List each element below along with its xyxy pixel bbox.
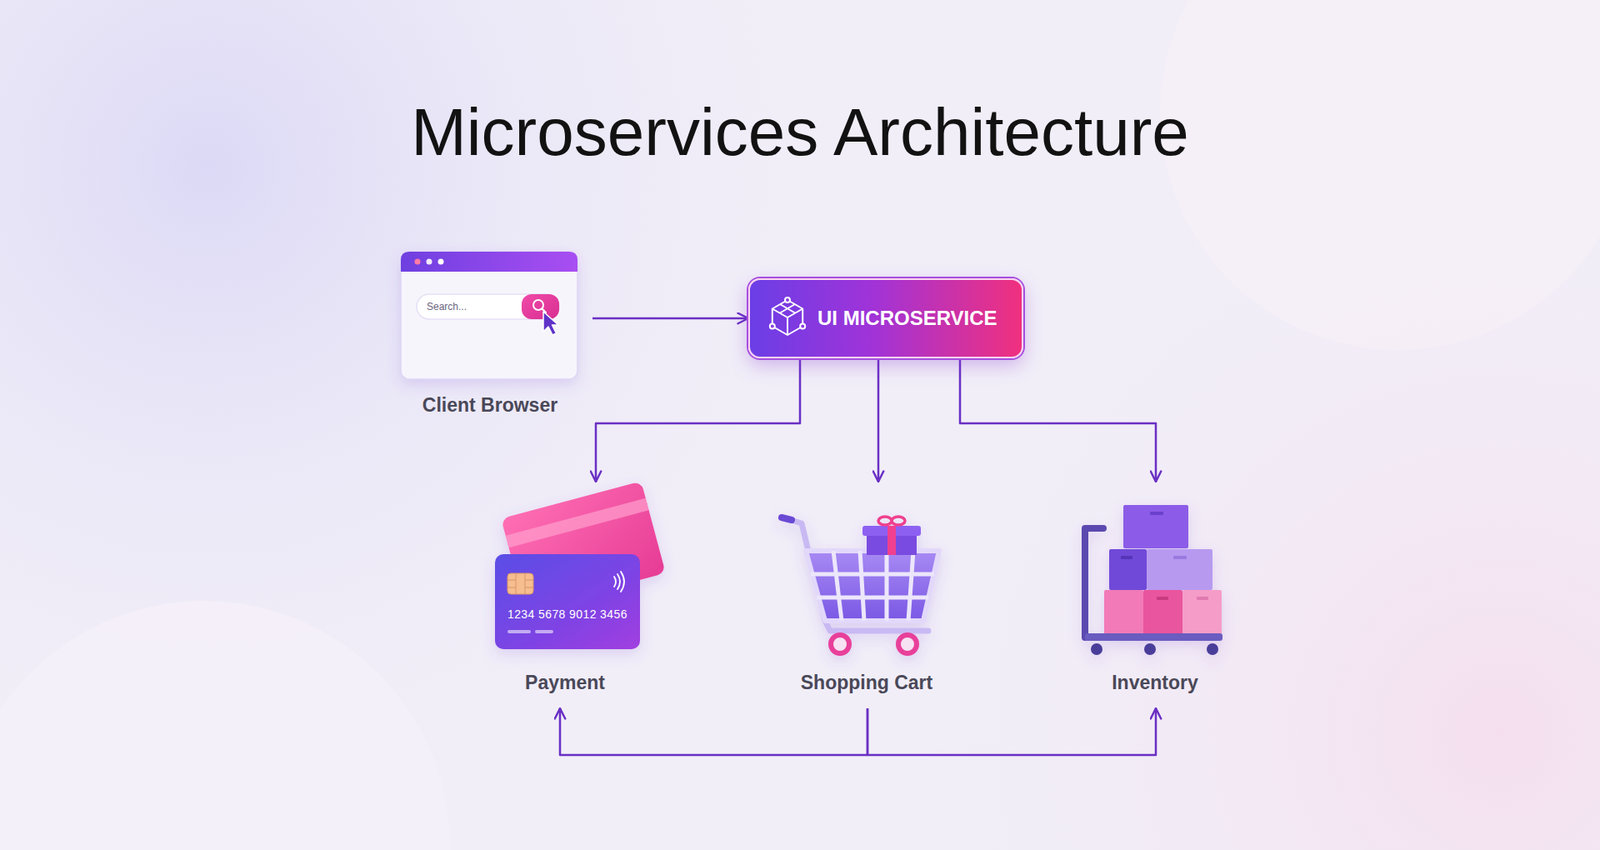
cart-basket xyxy=(805,550,940,621)
flow-arrow xyxy=(592,317,749,320)
card-line xyxy=(507,630,531,634)
cube-node xyxy=(785,297,790,303)
flow-arrow xyxy=(867,708,1156,755)
background-circle xyxy=(0,600,450,850)
service-node: Payment xyxy=(483,481,659,709)
flow-arrow xyxy=(595,358,800,482)
service-node: Inventory xyxy=(1075,481,1234,709)
cube-icon xyxy=(770,297,805,335)
contactless-symbol xyxy=(614,571,625,592)
gift-bow xyxy=(878,516,892,525)
cart-wheel xyxy=(898,635,917,654)
flow-arrow xyxy=(560,708,868,755)
search-placeholder: Search... xyxy=(426,300,519,314)
cart-wheel xyxy=(830,635,850,654)
window-dot xyxy=(415,259,421,265)
mouse-cursor xyxy=(543,311,559,335)
browser-top-bar xyxy=(400,251,578,272)
search-field xyxy=(416,294,560,320)
card-number: 1234 5678 9012 3456 xyxy=(507,606,650,622)
package-box xyxy=(1123,505,1189,549)
package-box xyxy=(1146,549,1213,590)
browser-window xyxy=(400,251,578,380)
flow-arrow xyxy=(877,358,880,482)
cart-handle-grip xyxy=(781,517,792,520)
credit-card-front xyxy=(495,554,640,650)
service-node: Shopping Cart xyxy=(776,481,944,709)
package-box xyxy=(1182,590,1222,635)
package-box xyxy=(1143,590,1183,635)
inventory-illustration xyxy=(1085,505,1223,655)
diagram-title: Microservices Architecture xyxy=(216,90,1384,175)
credit-card-illustration xyxy=(495,480,666,650)
card-stripe xyxy=(505,498,650,549)
node-label: Shopping Cart xyxy=(783,670,950,695)
card-line xyxy=(535,630,554,634)
search-button xyxy=(521,294,560,320)
hand-truck-platform xyxy=(1085,633,1223,641)
service-title: UI MICROSERVICE xyxy=(817,305,1018,331)
cube-outline xyxy=(772,300,803,335)
microservice-box: UI MICROSERVICE xyxy=(748,278,1024,359)
box-tape xyxy=(1196,596,1209,600)
cube-node xyxy=(800,324,805,330)
browser-illustration xyxy=(400,251,578,380)
box-tape xyxy=(1120,555,1133,560)
window-dot xyxy=(438,259,445,265)
hand-truck-frame xyxy=(1085,528,1104,638)
node-label: Inventory xyxy=(1076,670,1234,695)
hand-truck-wheel xyxy=(1206,643,1219,655)
window-dot xyxy=(426,259,433,265)
background-circle xyxy=(1160,0,1600,350)
gift-ribbon xyxy=(887,525,896,555)
hand-truck-wheel xyxy=(1090,643,1103,655)
package-box xyxy=(1109,549,1147,590)
shopping-cart-illustration xyxy=(781,516,940,654)
gift-bow xyxy=(891,516,905,525)
card-chip xyxy=(507,573,534,595)
cart-grid xyxy=(810,550,935,621)
node-label: Client Browser xyxy=(394,393,586,418)
package-box xyxy=(1104,590,1144,635)
cube-edges xyxy=(772,304,803,335)
cube-node xyxy=(770,324,775,330)
node-label: Payment xyxy=(481,670,649,695)
flow-arrow xyxy=(960,358,1156,482)
card-chip xyxy=(507,573,534,595)
hand-truck-wheel xyxy=(1144,643,1156,655)
box-tape xyxy=(1150,511,1164,515)
client-node: Client Browser xyxy=(391,241,593,421)
box-tape xyxy=(1156,596,1169,600)
box-tape xyxy=(1173,555,1187,560)
